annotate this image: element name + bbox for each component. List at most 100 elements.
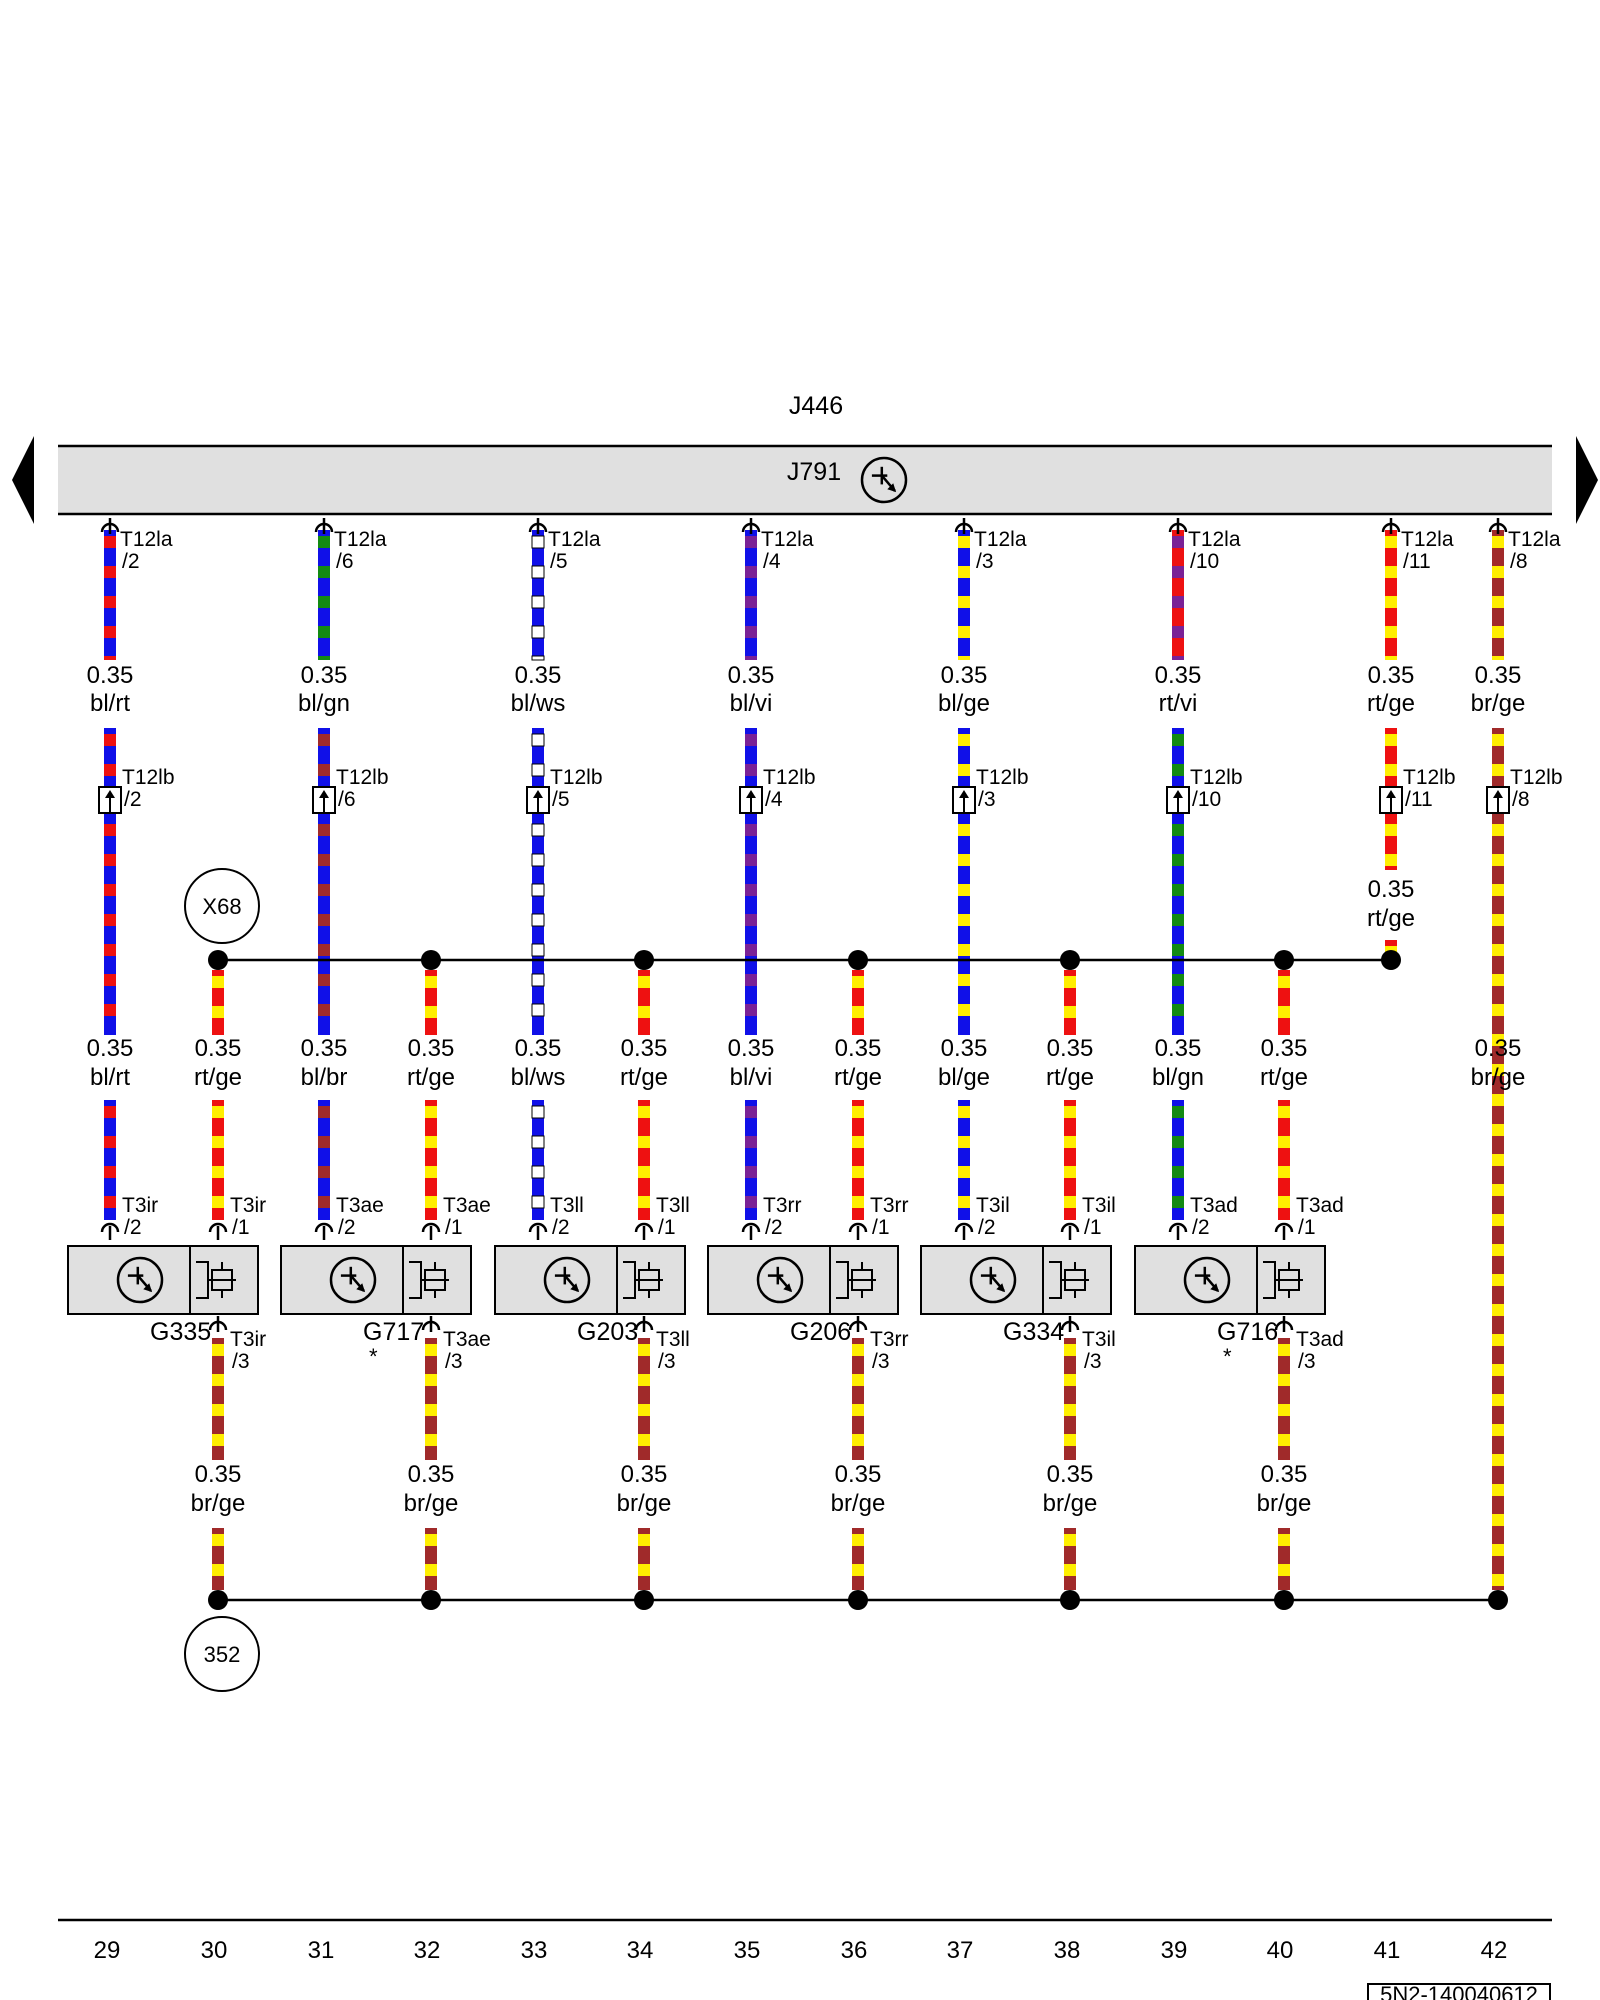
sensor-0-ground-drop-wire-tracer [212, 1534, 224, 1546]
top-wire-color-6: rt/ge [1367, 690, 1415, 717]
sensor-4-symbol-icon-arrowhead [996, 1283, 1006, 1293]
mid-feed-wire-3-tracer [745, 884, 757, 896]
sensor-5-pin-right-hook [1274, 1222, 1294, 1240]
top-wire-gauge-3: 0.35 [728, 662, 775, 689]
bus-layer [58, 950, 1552, 1922]
top-wire-7-base [1492, 530, 1504, 660]
sensor-1-signal-wire-base [318, 1100, 330, 1220]
mid-wire-color-1: rt/ge [194, 1064, 242, 1091]
top-wire-4-tracer [958, 656, 970, 660]
sensor-0-pin-right: /1 [232, 1216, 250, 1239]
mid-connector-7: T12lb [1510, 766, 1563, 789]
bus-drop-wire-1-tracer [212, 1006, 224, 1018]
sensor-2-ground-drop-wire-tracer [638, 1534, 650, 1546]
bus-drop-wire-11-tracer [1278, 976, 1290, 988]
sensor-4-signal-wire-tracer [958, 1166, 970, 1178]
sensor-0-pin-right-hook [208, 1222, 228, 1240]
mid-feed-wire-3-tracer [745, 854, 757, 866]
mid-wire-color-9: rt/ge [1046, 1064, 1094, 1091]
mid-feed-wire-1-tracer [318, 734, 330, 746]
mid-feed-wire-6-tracer [1385, 854, 1397, 866]
mid-feed-wire-7-tracer [1492, 974, 1504, 986]
sensor-5-ground-drop-wire [1278, 1528, 1290, 1590]
sensor-2-signal-wire-tracer [531, 1135, 545, 1149]
mid-feed-wire-0-tracer [104, 734, 116, 746]
top-connector-3: T12la [761, 528, 814, 551]
mid-feed-wire-1-tracer [318, 974, 330, 986]
mid-feed-wire-3-tracer [745, 734, 757, 746]
sensor-2-ground-wire-tracer [638, 1404, 650, 1416]
mid-feed-wire-3 [745, 728, 757, 1035]
mid-wire-color-2: bl/br [301, 1064, 348, 1091]
column-number-31: 31 [308, 1937, 335, 1964]
component-layer [12, 436, 1598, 2000]
supply-bus-junction-dot [1381, 950, 1401, 970]
sensor-0-pin-left-hook-arc [100, 1222, 120, 1233]
sensor-4-ground-wire-tracer [1064, 1374, 1076, 1386]
top-wire-3-tracer [745, 626, 757, 638]
sensor-4-connector-left: T3il [976, 1194, 1010, 1217]
sensor-2-ground-drop-wire [638, 1528, 650, 1590]
mid-feed-wire-7-tracer [1492, 1244, 1504, 1256]
supply-junction-circle [184, 868, 260, 944]
sensor-3-supply-wire-tracer [852, 1136, 864, 1148]
top-wire-4 [958, 530, 970, 660]
mid-feed-wire-5-tracer [1172, 914, 1184, 926]
sensor-2-supply-wire [638, 1100, 650, 1220]
bus-drop-wire-11 [1278, 970, 1290, 1035]
mid-connector-pos-4: /3 [978, 788, 996, 811]
sensor-0-connector-bottom: T3ir [230, 1328, 266, 1351]
sensor-0-ground-drop-wire-tracer [212, 1564, 224, 1576]
sensor-5-signal-wire-tracer [1172, 1136, 1184, 1148]
control-unit-sensor-icon [860, 456, 908, 504]
mid-feed-wire-6-tracer [1385, 824, 1397, 836]
mid-connector-pos-3: /4 [765, 788, 783, 811]
mid-feed-wire-1-tracer [318, 944, 330, 956]
mid-feed-wire-1 [318, 728, 330, 1035]
sensor-4-signal-wire-base [958, 1100, 970, 1220]
bus-drop-wire-3 [425, 970, 437, 1035]
sensor-5-supply-wire-tracer [1278, 1136, 1290, 1148]
sensor-1-ground-wire-tracer [425, 1374, 437, 1386]
mid-wire-color-3: rt/ge [407, 1064, 455, 1091]
column-number-39: 39 [1161, 1937, 1188, 1964]
sensor-3-connector-right: T3rr [870, 1194, 909, 1217]
top-wire-gauge-6: 0.35 [1368, 662, 1415, 689]
mid-feed-wire-4-tracer [958, 944, 970, 956]
intermediate-plug-0 [98, 786, 122, 814]
top-wire-7-tracer [1492, 566, 1504, 578]
top-wire-3-tracer [745, 596, 757, 608]
top-wire-1-base [318, 530, 330, 660]
mid-wire-gauge-5: 0.35 [621, 1035, 668, 1062]
sensor-0-signal-wire-tracer [104, 1106, 116, 1118]
top-pin-hook-5 [1168, 518, 1188, 534]
top-pin-hook-4 [954, 518, 974, 534]
top-wire-5-tracer [1172, 566, 1184, 578]
sensor-4-symbol-icon [969, 1256, 1017, 1304]
ground-bus-junction-dot [421, 1590, 441, 1610]
mid-feed-wire-2-tracer [531, 853, 545, 867]
sensor-3-name: G206 [790, 1318, 851, 1346]
mid-feed-wire-3-tracer [745, 914, 757, 926]
column-number-37: 37 [947, 1937, 974, 1964]
mid-wire-color-8: bl/ge [938, 1064, 990, 1091]
top-wire-4-tracer [958, 626, 970, 638]
sensor-1-name: G717 [363, 1318, 424, 1346]
mid-feed-wire-5-tracer [1172, 884, 1184, 896]
mid-wire-color-4: bl/ws [511, 1064, 566, 1091]
sensor-2-pin-right-hook [634, 1222, 654, 1240]
top-wire-gauge-2: 0.35 [515, 662, 562, 689]
sensor-5-ground-wire [1278, 1338, 1290, 1460]
top-wire-6-tracer [1385, 566, 1397, 578]
sensor-0-pin-left-hook [100, 1222, 120, 1240]
lower-wire-color-1: br/ge [404, 1490, 459, 1517]
top-wire-5-tracer [1172, 656, 1184, 660]
mid-feed-wire-7-tracer [1492, 1484, 1504, 1496]
mid-wire-gauge-1: 0.35 [195, 1035, 242, 1062]
sensor-3-ground-drop-wire [852, 1528, 864, 1590]
sensor-4-crystal-icon [1049, 1261, 1089, 1299]
top-connector-pos-2: /5 [550, 550, 568, 573]
sensor-2-ground-wire [638, 1338, 650, 1460]
sensor-0-ground-wire-tracer [212, 1344, 224, 1356]
mid-wire-gauge-11: 0.35 [1261, 1035, 1308, 1062]
